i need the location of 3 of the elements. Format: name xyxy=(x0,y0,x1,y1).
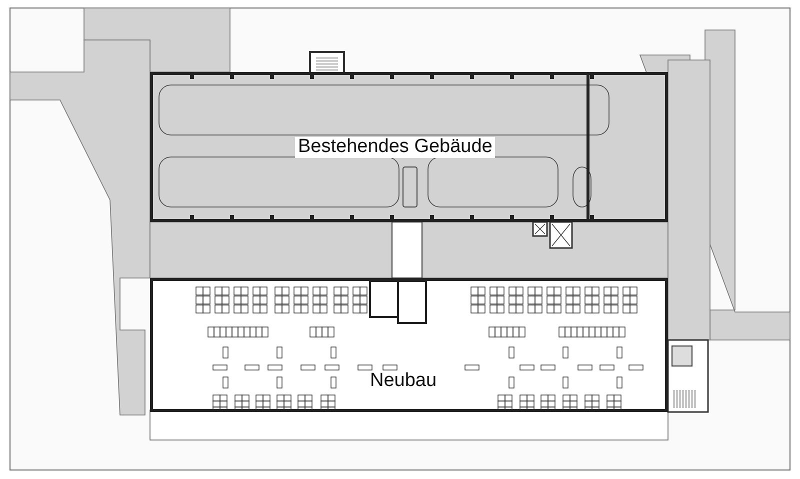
new-building xyxy=(150,278,668,412)
building-label: Bestehendes Gebäude xyxy=(295,137,496,158)
building-label: Neubau xyxy=(369,371,438,392)
